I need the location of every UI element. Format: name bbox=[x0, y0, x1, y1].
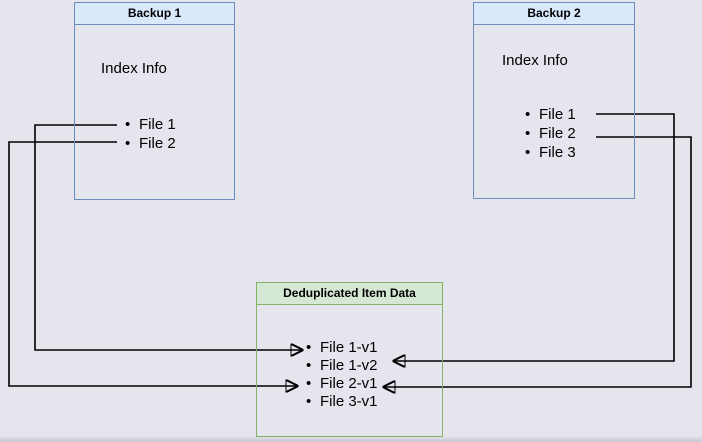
backup2-node: Backup 2 Index Info File 1 File 2 File 3 bbox=[473, 2, 635, 199]
dedup-file-item: File 1-v1 bbox=[306, 339, 378, 357]
backup2-file-item: File 2 bbox=[525, 124, 576, 143]
backup2-file-item: File 3 bbox=[525, 143, 576, 162]
dedup-file-item: File 3-v1 bbox=[306, 393, 378, 411]
backup1-title: Backup 1 bbox=[75, 3, 234, 25]
backup1-index-info-label: Index Info bbox=[101, 60, 167, 77]
backup2-file-item: File 1 bbox=[525, 105, 576, 124]
dedup-file-item: File 1-v2 bbox=[306, 357, 378, 375]
dedup-title: Deduplicated Item Data bbox=[257, 283, 442, 305]
backup1-node: Backup 1 Index Info File 1 File 2 bbox=[74, 2, 235, 200]
backup1-file-item: File 2 bbox=[125, 134, 176, 153]
backup1-file-list: File 1 File 2 bbox=[125, 115, 176, 153]
dedup-node: Deduplicated Item Data File 1-v1 File 1-… bbox=[256, 282, 443, 437]
dedup-file-list: File 1-v1 File 1-v2 File 2-v1 File 3-v1 bbox=[306, 339, 378, 411]
backup2-index-info-label: Index Info bbox=[502, 52, 568, 69]
dedup-file-item: File 2-v1 bbox=[306, 375, 378, 393]
backup2-title: Backup 2 bbox=[474, 3, 634, 25]
backup2-file-list: File 1 File 2 File 3 bbox=[525, 105, 576, 162]
backup1-file-item: File 1 bbox=[125, 115, 176, 134]
